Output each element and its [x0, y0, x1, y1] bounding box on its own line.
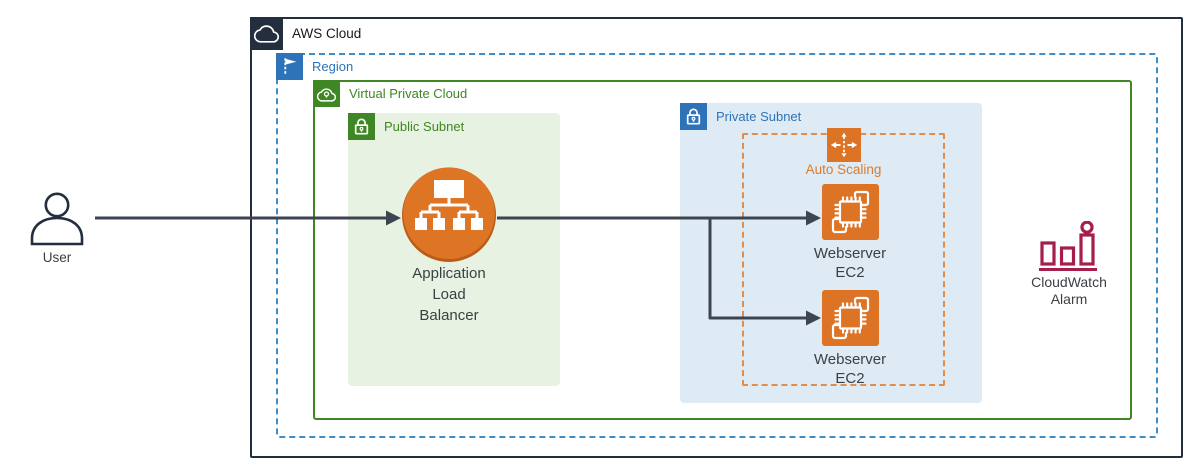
auto-scaling-label: Auto Scaling	[805, 162, 882, 177]
public-subnet-lock-icon	[348, 113, 375, 140]
region-flag-icon	[276, 53, 303, 80]
aws-cloud-icon	[250, 17, 283, 50]
region-container: Region Virtual Private Cloud	[276, 53, 1158, 438]
private-subnet-lock-icon	[680, 103, 707, 130]
alb-label: Application Load Balancer	[412, 265, 486, 324]
auto-scaling-group: Auto Scaling	[742, 128, 945, 387]
private-subnet-header: Private Subnet	[680, 103, 801, 130]
user-label: User	[42, 250, 72, 265]
cloudwatch-alarm-label: CloudWatch Alarm	[1031, 274, 1107, 307]
ec2-label-1: Webserver EC2	[813, 245, 887, 281]
aws-cloud-container: AWS Cloud Region	[250, 17, 1183, 458]
public-subnet-title: Public Subnet	[384, 119, 465, 134]
aws-cloud-header: AWS Cloud	[250, 17, 361, 50]
ec2-icon	[822, 290, 879, 346]
public-subnet-header: Public Subnet	[348, 113, 464, 140]
ec2-icon	[822, 184, 879, 240]
cloudwatch-alarm-icon	[1039, 221, 1097, 271]
public-subnet: Public Subnet	[348, 113, 560, 386]
vpc-container: Virtual Private Cloud	[313, 80, 1132, 420]
load-balancer-icon	[402, 167, 496, 262]
person-icon	[30, 192, 84, 246]
region-header: Region	[276, 53, 353, 80]
auto-scaling-icon	[826, 128, 861, 162]
private-subnet-title: Private Subnet	[716, 109, 802, 124]
vpc-title: Virtual Private Cloud	[349, 86, 468, 101]
aws-cloud-title: AWS Cloud	[292, 26, 362, 41]
private-subnet: Private Subnet	[680, 103, 982, 403]
vpc-cloud-icon	[313, 80, 340, 107]
region-title: Region	[312, 59, 354, 74]
vpc-header: Virtual Private Cloud	[313, 80, 467, 107]
ec2-label-2: Webserver EC2	[813, 351, 887, 387]
